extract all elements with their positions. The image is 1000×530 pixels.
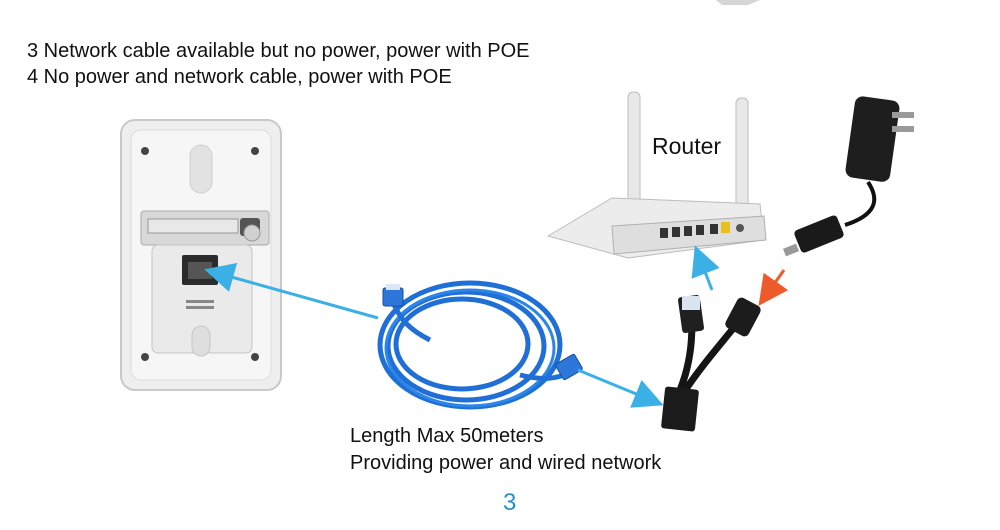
rj45-plug-right: [555, 353, 583, 381]
arrow-to-doorbell-port: [204, 263, 379, 320]
cable-purpose-caption: Providing power and wired network: [350, 452, 662, 474]
instruction-line-4: 4 No power and network cable, power with…: [27, 66, 452, 88]
instruction-line-3: 3 Network cable available but no power, …: [27, 40, 530, 62]
power-adapter: [783, 96, 914, 257]
network-cable: [377, 280, 572, 410]
poe-splitter: [661, 295, 761, 432]
arrow-power-to-splitter: [758, 269, 789, 306]
arrow-to-router: [691, 245, 720, 291]
cable-length-caption: Length Max 50meters: [350, 425, 544, 447]
partial-device-top: [716, 0, 760, 5]
router-label: Router: [652, 133, 722, 159]
rj45-plug-left: [382, 284, 404, 307]
page-number: 3: [503, 489, 517, 516]
arrow-to-splitter: [577, 368, 664, 408]
doorbell-back-plate: [120, 119, 282, 391]
router: [546, 91, 767, 259]
